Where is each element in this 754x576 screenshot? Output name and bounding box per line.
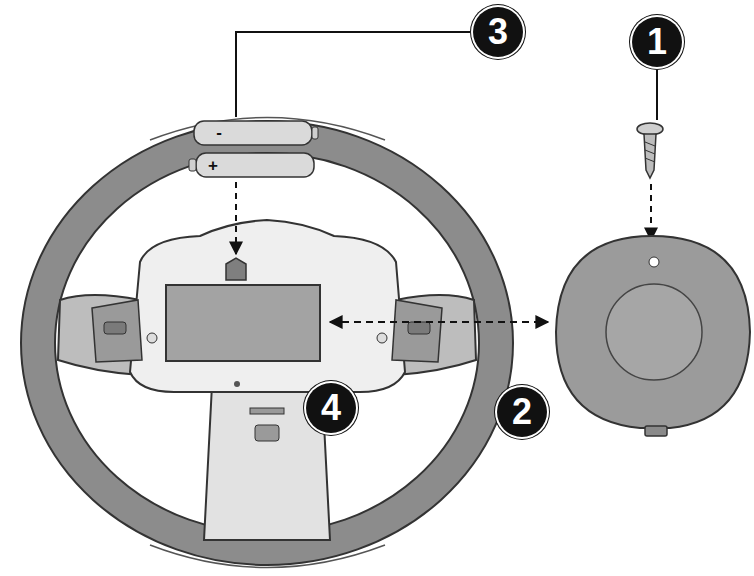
polarity-sign: + — [206, 157, 220, 174]
callout-number: 1 — [632, 17, 682, 67]
callout-number: 4 — [306, 383, 356, 433]
callout-number: 3 — [473, 7, 523, 57]
polarity-sign: - — [212, 124, 226, 141]
callout-number: 2 — [497, 387, 547, 437]
